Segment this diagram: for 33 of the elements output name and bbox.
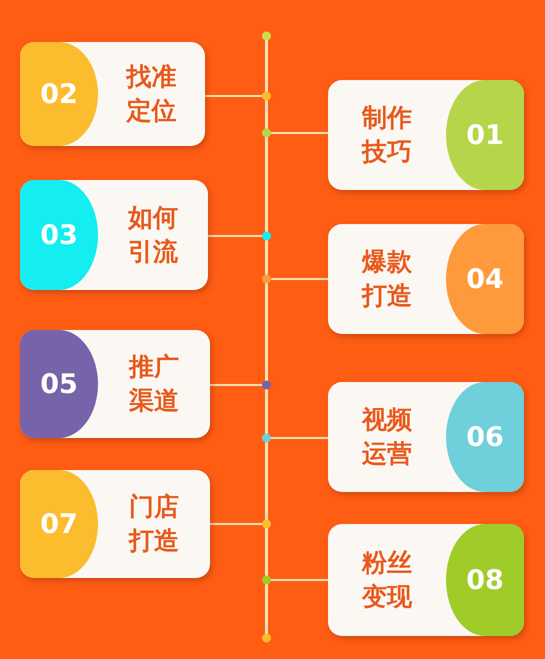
connector-line: [271, 278, 328, 280]
step-number: 06: [446, 382, 524, 492]
step-label: 粉丝变现: [360, 547, 413, 613]
connector-line: [271, 437, 328, 439]
step-label: 推广渠道: [128, 351, 180, 417]
step-number: 08: [446, 524, 524, 636]
step-label: 视频运营: [360, 404, 413, 470]
step-card: [328, 524, 524, 636]
timeline-bar: [262, 31, 271, 643]
step-card: [328, 80, 524, 190]
connector-line: [271, 132, 328, 134]
step-number: 05: [20, 330, 98, 438]
step-label: 制作技巧: [360, 102, 413, 168]
step-label: 找准定位: [125, 61, 178, 127]
step-label: 如何引流: [126, 202, 179, 268]
step-card: [328, 382, 524, 492]
step-card: [20, 470, 210, 578]
connector-line: [210, 384, 262, 386]
step-label: 爆款打造: [360, 246, 413, 312]
step-number: 07: [20, 470, 98, 578]
step-number: 01: [446, 80, 524, 190]
step-number: 03: [20, 180, 98, 290]
step-number: 04: [446, 224, 524, 334]
step-label: 门店打造: [128, 491, 180, 557]
connector-line: [205, 95, 262, 97]
step-number: 02: [20, 42, 98, 146]
connector-line: [210, 523, 262, 525]
step-card: [20, 330, 210, 438]
connector-line: [271, 579, 328, 581]
step-card: [20, 42, 205, 146]
connector-line: [208, 235, 262, 237]
step-card: [20, 180, 208, 290]
step-card: [328, 224, 524, 334]
